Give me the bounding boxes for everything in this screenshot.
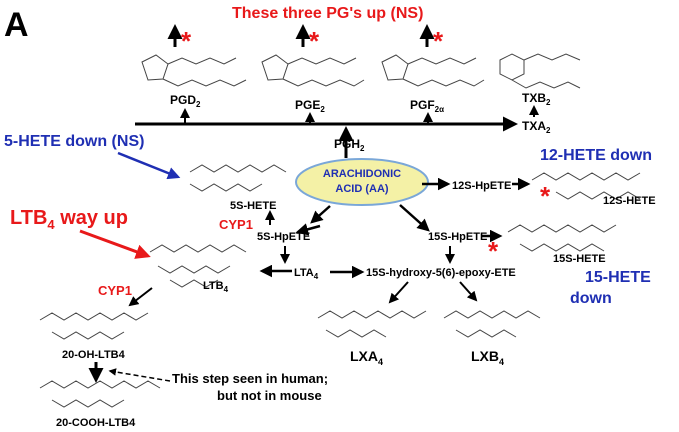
- star-pge2: *: [309, 26, 320, 56]
- star-pgd2: *: [181, 26, 192, 56]
- epoxy-label: 15S-hydroxy-5(6)-epoxy-ETE: [366, 267, 516, 279]
- lxa4-label: LXA4: [350, 348, 383, 367]
- pg-up-indicators: * * *: [167, 24, 444, 56]
- star-hete12: *: [540, 181, 551, 211]
- pgh2-label: PGH2: [334, 137, 365, 153]
- hete5-label: 5S-HETE: [230, 200, 276, 212]
- hpete15-label: 15S-HpETE: [428, 231, 487, 243]
- aa-to-5lox-arrow: [310, 205, 331, 224]
- ltb4-structure: [149, 244, 247, 288]
- arachidonic-acid-node: ARACHIDONIC ACID (AA): [295, 158, 429, 206]
- lxb4-label: LXB4: [471, 348, 504, 367]
- cyp1-label-b: CYP1: [98, 283, 132, 298]
- cooh-ltb4-structure: [39, 380, 161, 408]
- hete5-pointer-arrow: [117, 151, 181, 180]
- hpete5-label: 5S-HpETE: [257, 231, 310, 243]
- hete12-structure: [531, 172, 641, 200]
- lta4-label: LTA4: [294, 267, 319, 281]
- hete15-down-note-line2: down: [570, 290, 612, 307]
- pgf2a-structure: [381, 54, 485, 87]
- species-note-pointer: [108, 368, 171, 382]
- cyp1-label-a: CYP1: [219, 217, 253, 232]
- ltb4-label: LTB4: [203, 280, 229, 294]
- pgd2-structure: [141, 54, 247, 87]
- lxa4-structure: [317, 310, 427, 338]
- hete12-label: 12S-HETE: [603, 195, 656, 207]
- star-hete15: *: [488, 236, 499, 266]
- species-note-line2: but not in mouse: [217, 388, 322, 403]
- star-pgf2a: *: [433, 26, 444, 56]
- txb2-structure: [499, 53, 581, 89]
- hete15-label: 15S-HETE: [553, 253, 606, 265]
- cooh-ltb4-label: 20-COOH-LTB4: [56, 417, 136, 429]
- oh-ltb4-label: 20-OH-LTB4: [62, 349, 126, 361]
- aa-to-hpete5-arrow: [295, 223, 321, 236]
- ltb4-up-note: LTB4 way up: [10, 207, 128, 232]
- ltb4-pointer-arrow: [79, 229, 151, 259]
- pgf2a-label: PGF2α: [410, 98, 444, 114]
- hete15-down-note-line1: 15-HETE: [585, 269, 651, 286]
- hpete12-label: 12S-HpETE: [452, 180, 511, 192]
- aa-label-line2: ACID (AA): [335, 183, 388, 195]
- pge2-structure: [261, 54, 365, 87]
- hete5-structure: [189, 164, 287, 192]
- hete5-down-note: 5-HETE down (NS): [4, 133, 144, 150]
- aa-label-line1: ARACHIDONIC: [323, 168, 401, 180]
- pg-up-note: These three PG's up (NS): [232, 5, 423, 22]
- lxb4-structure: [443, 310, 541, 338]
- oh-ltb4-structure: [39, 312, 149, 340]
- pge2-label: PGE2: [295, 98, 325, 114]
- aa-to-hpete15-arrow: [399, 204, 430, 232]
- epoxy-to-lxa4-arrow: [388, 281, 409, 304]
- cox-arrows: [135, 105, 539, 158]
- hete15-structure: [507, 224, 617, 252]
- panel-label: A: [4, 6, 29, 44]
- epoxy-to-lxb4-arrow: [459, 281, 478, 302]
- txb2-label: TXB2: [522, 91, 551, 107]
- hete12-down-note: 12-HETE down: [540, 147, 652, 164]
- species-note-line1: This step seen in human;: [172, 371, 328, 386]
- pgd2-label: PGD2: [170, 93, 201, 109]
- txa2-label: TXA2: [522, 119, 551, 135]
- ltb4-to-oh-ltb4-arrow: [128, 287, 153, 307]
